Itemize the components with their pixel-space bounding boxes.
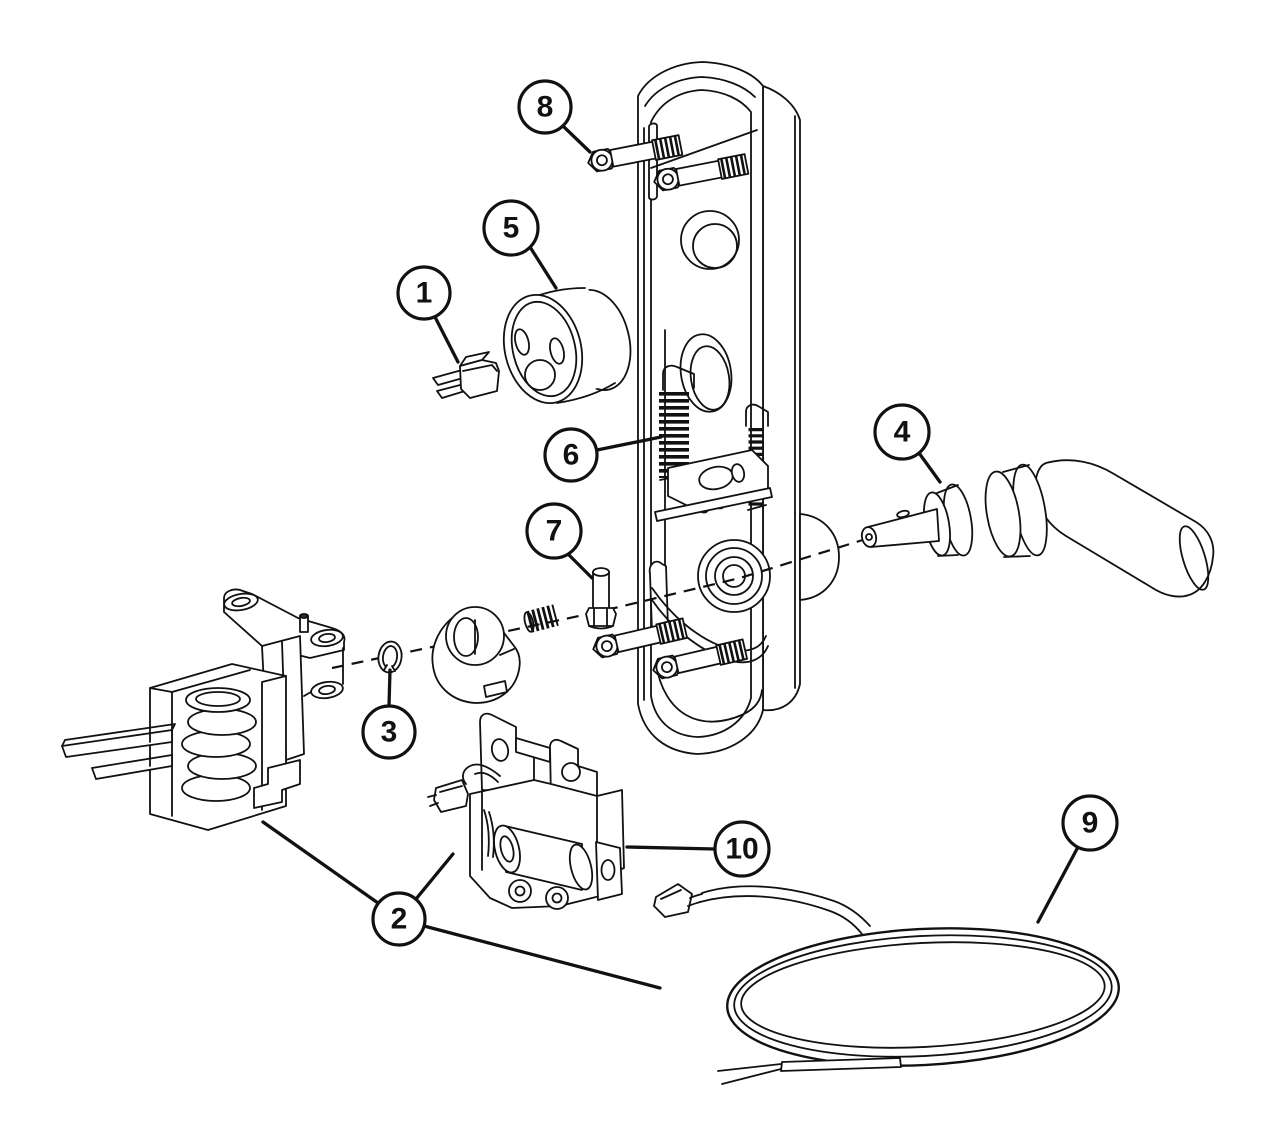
callout-9-number: 9 <box>1082 807 1099 840</box>
callout-4: 4 <box>873 403 931 461</box>
callout-7-number: 7 <box>546 515 563 548</box>
callout-6: 6 <box>543 427 599 483</box>
callout-1: 1 <box>396 265 452 321</box>
plug-center-hole <box>524 359 556 391</box>
plate-side-wall <box>762 85 801 712</box>
callout-3-number: 3 <box>381 716 398 749</box>
callout-10-circle <box>713 820 771 878</box>
callout-2-number: 2 <box>391 903 408 936</box>
callout-1-number: 1 <box>416 277 433 310</box>
retaining-ring <box>377 640 403 674</box>
spindle-hub <box>697 539 771 613</box>
cylinder-hole <box>680 210 740 270</box>
callout-3: 3 <box>361 704 417 760</box>
cam-collar <box>431 606 521 704</box>
motor-assembly <box>427 712 625 910</box>
callout-6-circle <box>543 427 599 483</box>
plug-slot-left <box>514 328 530 356</box>
motor-pigtail-connector <box>433 779 469 813</box>
callout-5: 5 <box>482 199 540 257</box>
callout-4-leader <box>917 451 942 484</box>
callout-2: 2 <box>371 891 427 947</box>
callout-1-circle <box>396 265 452 321</box>
callout-7-leader <box>566 552 594 580</box>
callout-3-circle <box>361 704 417 760</box>
callout-1-leader <box>433 315 460 364</box>
small-compression-spring <box>523 604 559 633</box>
callout-5-leader <box>528 245 558 290</box>
cable-tail-sheath <box>780 1057 902 1072</box>
callout-8-leader <box>561 124 592 154</box>
wire-connector-plug <box>432 351 500 399</box>
plate-recess-outline <box>650 89 752 738</box>
callout-9-leader <box>1036 845 1080 924</box>
cylinder-plug <box>502 287 632 405</box>
callout-7-circle <box>525 502 583 560</box>
callout-8-number: 8 <box>537 91 554 124</box>
callout-8: 8 <box>517 79 573 135</box>
motor-cylinder <box>493 824 521 874</box>
callout-10: 10 <box>713 820 771 878</box>
callout-layer: 1 2 3 4 5 6 7 8 9 10 <box>261 79 1119 990</box>
privacy-knob <box>799 513 840 601</box>
callout-6-leader <box>595 435 663 452</box>
callout-9-circle <box>1061 794 1119 852</box>
callout-4-circle <box>873 403 931 461</box>
cable-connector <box>653 883 693 918</box>
fork-tailpiece-lower <box>91 754 173 780</box>
fork-tailpiece-upper <box>61 729 173 758</box>
callout-4-number: 4 <box>894 416 911 449</box>
clutch-spring-cage <box>61 588 346 831</box>
cable-bare-wires <box>717 1063 782 1085</box>
callout-10-number: 10 <box>725 833 758 866</box>
cable-coil <box>653 883 1120 1085</box>
lever-grip <box>1034 459 1215 598</box>
callout-5-number: 5 <box>503 212 520 245</box>
clutch-coil-spring <box>181 687 257 802</box>
callout-9: 9 <box>1061 794 1119 852</box>
callout-8-circle <box>517 79 573 135</box>
callout-5-circle <box>482 199 540 257</box>
lever-spindle <box>867 508 940 548</box>
callout-7: 7 <box>525 502 583 560</box>
callout-2-leader <box>261 820 380 905</box>
callout-3-leader <box>387 668 392 708</box>
callout-6-number: 6 <box>563 439 580 472</box>
callout-10-leader <box>625 845 717 851</box>
plug-slot-right <box>549 337 565 365</box>
center-axis-line <box>331 537 867 670</box>
standoff-pin <box>585 567 617 630</box>
callout-2-leader <box>422 924 662 990</box>
callout-2-circle <box>371 891 427 947</box>
cable-lead <box>699 885 871 935</box>
cage-foot <box>253 759 301 809</box>
lever-handle <box>860 459 1215 598</box>
callout-2-leader <box>414 852 455 901</box>
motor-pigtail-wire <box>462 763 501 785</box>
